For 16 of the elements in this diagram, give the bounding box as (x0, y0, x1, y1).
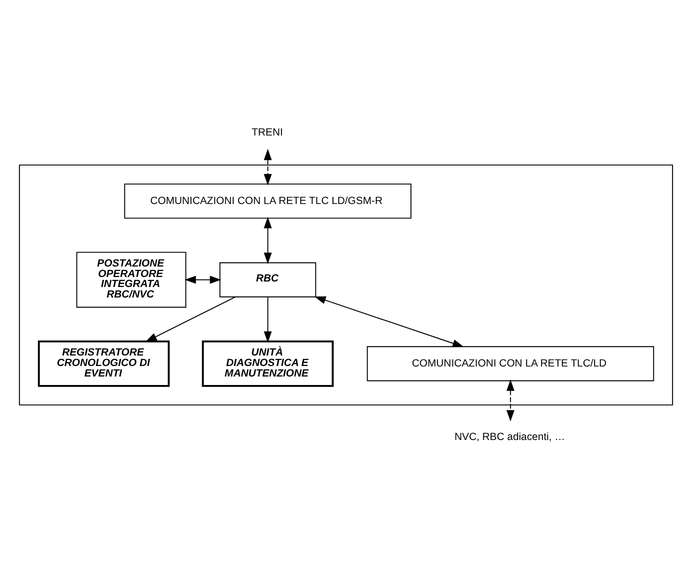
arrow (145, 296, 236, 342)
node-text: NVC, RBC adiacenti, … (454, 432, 566, 443)
node-box: REGISTRATORE CRONOLOGICO DI EVENTI (38, 340, 170, 387)
arrow (264, 296, 272, 343)
arrow (184, 276, 222, 284)
node-box: RBC (219, 262, 316, 298)
arrow (264, 148, 272, 186)
node-box: POSTAZIONE OPERATORE INTEGRATA RBC/NVC (76, 252, 186, 308)
node-box: COMUNICAZIONI CON LA RETE TLC/LD (366, 346, 654, 382)
cluster (18, 164, 674, 406)
arrow (314, 296, 464, 348)
node-box: COMUNICAZIONI CON LA RETE TLC LD/GSM-R (124, 184, 412, 219)
arrow (264, 216, 272, 264)
node-box: UNITÀ DIAGNOSTICA E MANUTENZIONE (202, 340, 334, 387)
node-text: TRENI (252, 128, 283, 139)
arrow (506, 379, 514, 422)
